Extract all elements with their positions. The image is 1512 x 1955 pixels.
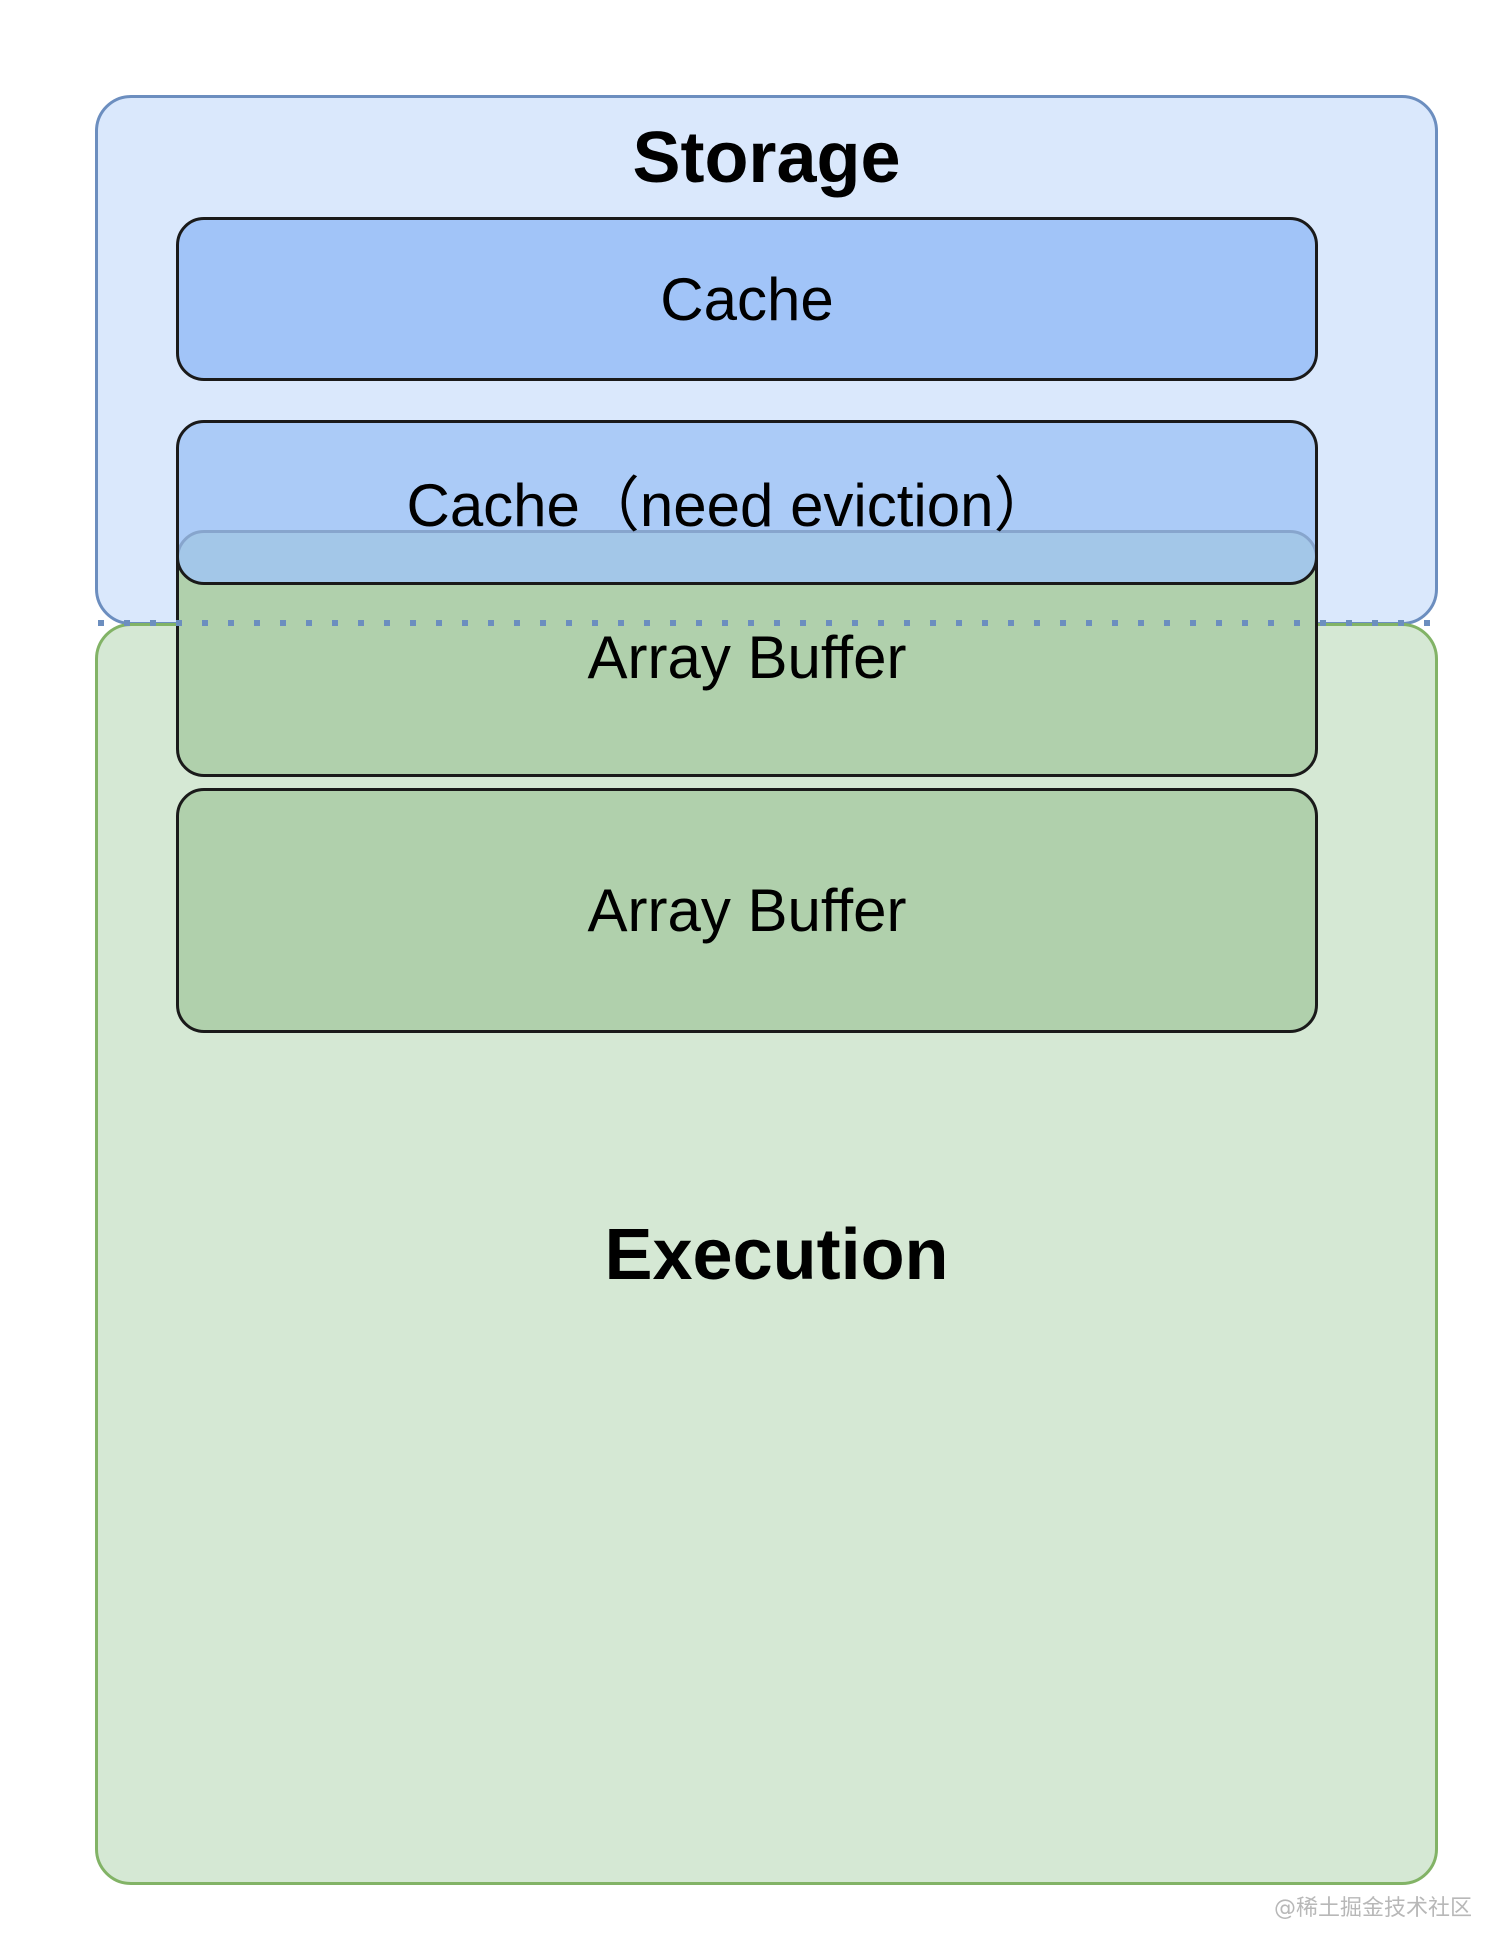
execution-title: Execution [604,1215,949,1295]
cache-need-eviction-label: Cache（need eviction） [406,472,1054,539]
watermark: @稀土掘金技术社区 [1273,1896,1472,1921]
array-buffer-label-1: Array Buffer [587,624,907,691]
cache-block-label: Cache [660,265,834,333]
cache-block: Cache [176,217,1318,381]
array-buffer-label-2: Array Buffer [587,877,907,944]
storage-title: Storage [632,118,901,198]
array-buffer-block: Array Buffer [176,788,1318,1033]
cache-need-eviction-block: Cache（need eviction） [176,420,1318,585]
